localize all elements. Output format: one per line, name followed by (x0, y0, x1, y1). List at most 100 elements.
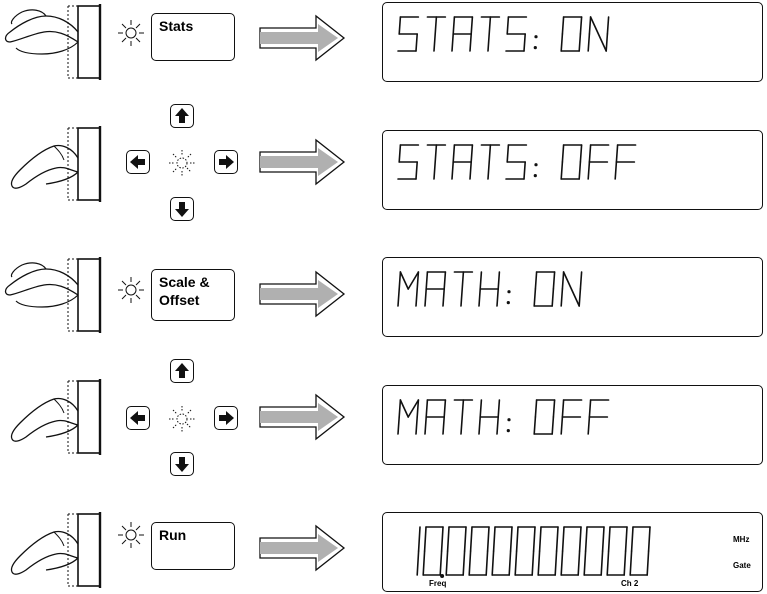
lcd-segment (557, 527, 558, 551)
lcd-segment (607, 551, 608, 575)
lcd-segment (480, 272, 481, 289)
left-arrow-key[interactable] (126, 150, 150, 174)
lcd-segment (630, 551, 631, 575)
lcd-segment (494, 527, 495, 551)
step-math-off (0, 355, 767, 485)
lcd-segment (580, 527, 581, 551)
lcd-segment (488, 145, 490, 179)
lcd-colon-dot (534, 46, 537, 49)
lcd-segment (603, 527, 604, 551)
lcd-segment (580, 17, 581, 34)
display-text (383, 3, 763, 81)
lcd-segment (507, 145, 508, 162)
lcd-segment (443, 289, 444, 306)
lcd-segment (615, 162, 616, 179)
right-arrow-key[interactable] (214, 150, 238, 174)
key-label-line2: Offset (159, 291, 234, 309)
lcd-colon-dot (507, 429, 510, 432)
lcd-segment (497, 417, 498, 434)
lcd-segment (580, 272, 581, 289)
lcd-segment (443, 417, 444, 434)
lcd-segment (398, 289, 399, 306)
lcd-segment (471, 17, 472, 34)
left-arrow-key[interactable] (126, 406, 150, 430)
lcd-segment (399, 17, 400, 34)
lcd-colon-dot (534, 174, 537, 177)
lcd-segment (532, 551, 533, 575)
lcd-segment (498, 400, 499, 417)
lcd-segment (561, 162, 562, 179)
lcd-segment (486, 551, 487, 575)
hand-press-icon (2, 510, 102, 590)
lcd-segment (616, 145, 617, 162)
lcd-segment (471, 527, 472, 551)
lcd-segment (492, 551, 493, 575)
lcd-segment (553, 272, 554, 289)
stats-key[interactable]: Stats (151, 13, 235, 61)
lcd-display (382, 385, 763, 465)
lcd-segment (624, 551, 625, 575)
lcd-colon-dot (507, 301, 510, 304)
lcd-segment (579, 34, 580, 51)
up-arrow-key[interactable] (170, 104, 194, 128)
down-arrow-key[interactable] (170, 197, 194, 221)
lcd-segment (416, 289, 417, 306)
lcd-segment (589, 400, 590, 417)
lcd-segment (470, 162, 471, 179)
lcd-segment (606, 34, 607, 51)
step-math-on: Scale & Offset (0, 245, 767, 335)
lcd-segment (552, 417, 553, 434)
lcd-segment (562, 272, 563, 289)
lcd-segment (589, 17, 590, 34)
lcd-segment (426, 400, 427, 417)
lcd-colon-dot (507, 290, 510, 293)
right-arrow-key[interactable] (214, 406, 238, 430)
lcd-segment (561, 289, 562, 306)
lcd-segment (524, 34, 525, 51)
key-light-icon (169, 406, 195, 432)
lcd-segment (425, 289, 426, 306)
lcd-segment (419, 527, 420, 551)
lcd-segment (461, 400, 463, 434)
lcd-segment (399, 272, 400, 289)
lcd-segment (425, 417, 426, 434)
lcd-segment (465, 527, 466, 551)
hand-press-icon (2, 2, 102, 82)
up-arrow-icon (171, 105, 193, 127)
down-arrow-icon (171, 453, 193, 475)
lcd-segment (561, 551, 562, 575)
lcd-segment (434, 17, 436, 51)
hand-press-icon (2, 124, 102, 204)
lcd-segment (416, 162, 417, 179)
lcd-segment (416, 34, 417, 51)
lcd-segment (524, 162, 525, 179)
hand-press-icon (2, 255, 102, 335)
lcd-segment (609, 527, 610, 551)
lcd-segment (534, 417, 535, 434)
display-text (383, 258, 763, 336)
lcd-segment (561, 417, 562, 434)
lcd-segment (589, 145, 590, 162)
scale-offset-key[interactable]: Scale & Offset (151, 269, 235, 321)
lcd-segment (399, 400, 400, 417)
down-arrow-key[interactable] (170, 452, 194, 476)
up-arrow-key[interactable] (170, 359, 194, 383)
lcd-segment (509, 551, 510, 575)
run-key[interactable]: Run (151, 522, 235, 570)
lcd-segment (511, 527, 512, 551)
lcd-segment (534, 527, 535, 551)
step-stats-off (0, 100, 767, 230)
lcd-segment (535, 272, 536, 289)
lcd-segment (446, 551, 447, 575)
key-light-icon (118, 277, 144, 303)
lcd-segment (426, 272, 427, 289)
hand-press-icon (2, 377, 102, 457)
lcd-segment (488, 527, 489, 551)
lcd-segment (423, 551, 424, 575)
lcd-segment (416, 417, 417, 434)
right-arrow-icon (215, 407, 237, 429)
down-arrow-icon (171, 198, 193, 220)
lcd-segment (400, 272, 408, 289)
lcd-segment (580, 145, 581, 162)
lcd-segment (488, 17, 490, 51)
